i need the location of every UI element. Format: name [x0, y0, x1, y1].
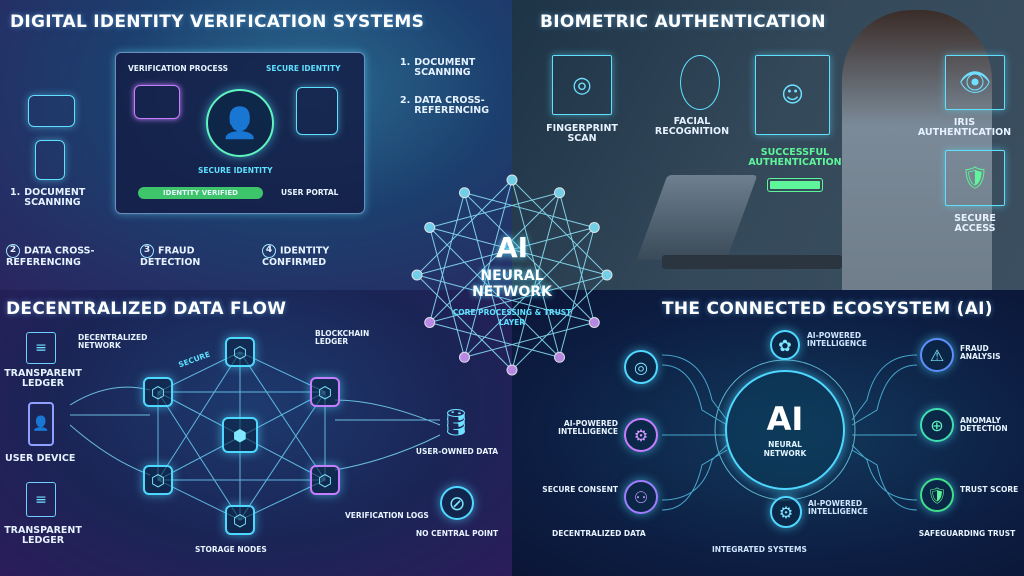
id-card-icon [134, 85, 180, 119]
section-title: Decentralized Data Flow [6, 299, 287, 319]
step-number: 2 [6, 244, 20, 258]
shield-check-icon: 🛡 [920, 478, 954, 512]
right-step-1: 1.Document Scanning [400, 57, 504, 79]
passport-icon [35, 140, 65, 180]
step-number: 2. [400, 95, 411, 106]
anomaly-label: Anomaly Detection [960, 416, 1008, 434]
step-text: Document Scanning [414, 57, 476, 79]
secure-identity-center: Secure Identity [198, 166, 273, 175]
left-step: 1.Document Scanning [10, 187, 104, 209]
step-number: 4 [262, 244, 276, 258]
section-title: The Connected Ecosystem (AI) [662, 299, 993, 319]
cube-node-icon: ⬡ [225, 337, 255, 367]
left-mid-label: AI-Powered Intelligence [558, 419, 618, 437]
ledger-top-label: Transparent Ledger [4, 368, 82, 390]
identity-verification-panel: Digital Identity Verification Systems Ve… [0, 0, 512, 290]
cube-node-icon: ⬡ [225, 505, 255, 535]
people-icon: ⚇ [624, 480, 658, 514]
ai-core: AI Neural Network [725, 370, 845, 490]
trust-label: Trust Score [960, 485, 1019, 494]
gear-icon: ⚙ [770, 496, 802, 528]
verification-tablet: Verification Process Secure Identity 👤 S… [115, 52, 365, 214]
secure-access-label: Secure Access [954, 213, 996, 235]
ai-core-title: AI [766, 399, 804, 438]
hub-caption: Core Processing & Trust Layer [452, 308, 572, 327]
auth-progress-fill [770, 181, 820, 189]
bottom-label: AI-Powered Intelligence [808, 499, 868, 517]
cube-node-icon: ⬡ [310, 377, 340, 407]
fingerprint-icon: ◎ [624, 350, 658, 384]
step-text: Identity Confirmed [262, 245, 330, 268]
cube-node-icon: ⬡ [143, 377, 173, 407]
bottom-step-3: 3Fraud Detection [140, 244, 240, 268]
cube-node-icon: ⬡ [310, 465, 340, 495]
hub-subtitle: Neural Network [472, 268, 552, 300]
cube-node-icon: ⬡ [143, 465, 173, 495]
shield-check-icon: 🛡 [945, 150, 1005, 206]
consent-label: Secure Consent [542, 485, 618, 494]
bottom-step-2: 2Data Cross-Referencing [6, 244, 126, 268]
ledger-bottom-label: Transparent Ledger [4, 525, 82, 547]
section-title: Biometric Authentication [540, 12, 826, 32]
step-text: Document Scanning [24, 187, 86, 209]
step-text: Fraud Detection [140, 245, 201, 268]
step-number: 3 [140, 244, 154, 258]
fraud-label: Fraud Analysis [960, 344, 1001, 362]
user-portal-label[interactable]: User Portal [281, 188, 339, 197]
tablet-device [636, 175, 758, 260]
fingerprint-label: Fingerprint Scan [546, 123, 618, 145]
user-device-label: User Device [5, 453, 76, 464]
id-badge-icon [28, 95, 75, 127]
database-icon: 🛢 [439, 408, 473, 438]
ecosystem-panel: The Connected Ecosystem (AI) AI Neural N… [512, 290, 1024, 576]
user-avatar-icon: 👤 [206, 89, 274, 157]
verification-process-label: Verification Process [128, 64, 229, 73]
ledger-check-icon: ≡ [26, 482, 56, 517]
secure-tag: Secure [177, 349, 212, 370]
fingerprint-icon: ◎ [552, 55, 612, 115]
eye-icon: 👁 [945, 55, 1005, 110]
top-label: AI-Powered Intelligence [807, 331, 867, 349]
step-text: Data Cross-Referencing [414, 95, 490, 117]
face-outline-icon [680, 55, 720, 110]
warning-icon: ⚠ [920, 338, 954, 372]
iris-label: Iris Authentication [917, 117, 1012, 139]
facial-label: Facial Recognition [654, 116, 730, 138]
face-mesh-icon: ☺ [755, 55, 830, 135]
no-central-point-icon: ⊘ [440, 486, 474, 520]
identity-verified-bar: Identity Verified [138, 187, 263, 199]
decentralized-panel: Decentralized Data Flow ≡ Transparent Le… [0, 290, 512, 576]
portrait-icon [296, 87, 338, 135]
storage-label: Storage Nodes [195, 545, 267, 554]
brain-icon: ✿ [770, 330, 800, 360]
auth-progress-battery [767, 178, 823, 192]
right-step-2: 2.Data Cross-Referencing [400, 95, 509, 117]
gear-icon: ⚙ [624, 418, 658, 452]
secure-identity-label: Secure Identity [266, 64, 341, 73]
document-icon: ≡ [26, 332, 56, 364]
safeguard-label: Safeguarding Trust [918, 529, 1016, 538]
step-number: 1. [10, 187, 21, 198]
ai-core-subtitle: Neural Network [763, 440, 807, 459]
tablet-stand [662, 255, 842, 269]
biometric-panel: Biometric Authentication ◎ Fingerprint S… [512, 0, 1024, 290]
section-title: Digital Identity Verification Systems [10, 12, 425, 32]
bottom-step-4: 4Identity Confirmed [262, 244, 377, 268]
success-label: Successful Authentication [748, 147, 842, 169]
mobile-device-icon: 👤 [28, 402, 54, 446]
step-number: 1. [400, 57, 411, 68]
core-cube-icon: ⬢ [222, 417, 258, 453]
hub-title: AI [495, 231, 529, 264]
user-data-label: User-Owned Data [415, 447, 499, 456]
network-label: Decentralized Network [78, 333, 148, 351]
blockchain-label: Blockchain Ledger [315, 329, 370, 347]
anomaly-icon: ⊕ [920, 408, 954, 442]
integrated-label: Integrated Systems [712, 545, 807, 554]
no-central-label: No Central Point [415, 529, 499, 538]
decentral-label: Decentralized Data [552, 529, 646, 538]
step-text: Data Cross-Referencing [6, 245, 95, 268]
logs-label: Verification Logs [345, 511, 429, 520]
